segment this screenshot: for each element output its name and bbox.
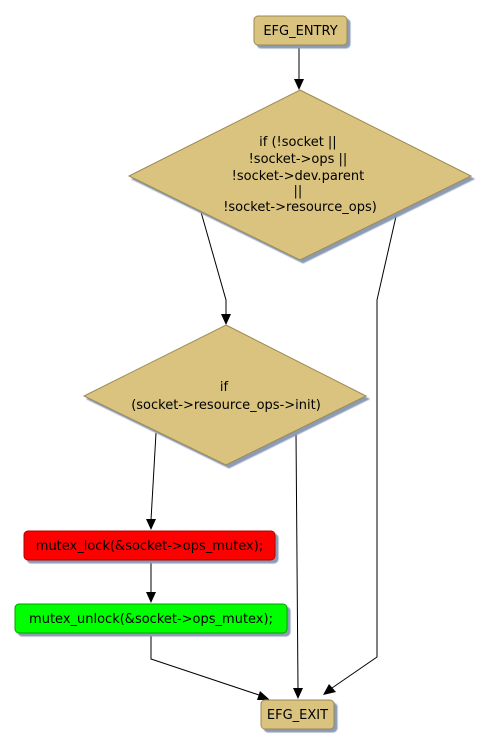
decision-null-check-text: if (!socket || !socket->ops || !socket->… — [223, 135, 377, 215]
edge-cond2-to-exit — [295, 432, 299, 690]
edge-cond1-to-exit — [331, 211, 398, 689]
edges — [146, 46, 398, 700]
arrowhead-unlock-to-exit — [257, 691, 270, 700]
mutex-unlock-label: mutex_unlock(&socket->ops_mutex); — [29, 612, 273, 627]
mutex-unlock-node: mutex_unlock(&socket->ops_mutex); — [14, 603, 288, 634]
edge-cond2-to-lock — [150, 432, 157, 521]
edge-cond1-to-cond2 — [200, 211, 227, 315]
decision-null-check-line-4: || — [294, 184, 303, 199]
arrowhead-entry-to-cond1 — [294, 79, 304, 90]
arrowhead-cond1-to-exit — [323, 684, 336, 695]
decision-null-check-line-3: !socket->dev.parent — [232, 169, 365, 184]
mutex-lock-label: mutex_lock(&socket->ops_mutex); — [36, 539, 263, 554]
decision-init-check-line-1: if — [220, 380, 229, 395]
decision-null-check: if (!socket || !socket->ops || !socket->… — [127, 89, 473, 261]
decision-init-check: if (socket->resource_ops->init) — [82, 324, 368, 466]
mutex-lock-node: mutex_lock(&socket->ops_mutex); — [23, 530, 276, 561]
entry-label: EFG_ENTRY — [263, 24, 337, 39]
edge-unlock-to-exit — [150, 634, 263, 697]
arrowhead-cond2-to-lock — [146, 519, 156, 530]
arrowhead-lock-to-unlock — [146, 592, 156, 603]
arrowhead-cond2-to-exit — [293, 688, 303, 699]
decision-null-check-line-5: !socket->resource_ops) — [223, 200, 377, 215]
decision-null-check-line-2: !socket->ops || — [249, 152, 348, 167]
decision-null-check-line-1: if (!socket || — [259, 135, 337, 150]
exit-node: EFG_EXIT — [260, 699, 335, 730]
decision-init-check-line-2: (socket->resource_ops->init) — [131, 398, 321, 413]
decision-init-check-text: if (socket->resource_ops->init) — [131, 380, 321, 413]
arrowhead-cond1-to-cond2 — [221, 314, 231, 325]
exit-label: EFG_EXIT — [267, 708, 328, 723]
entry-node: EFG_ENTRY — [253, 15, 348, 46]
